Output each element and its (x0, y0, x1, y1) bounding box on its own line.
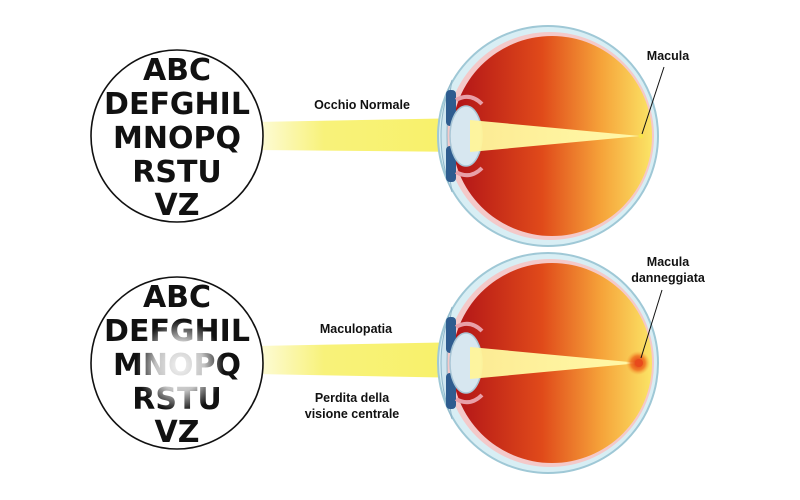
eye-damaged (437, 252, 659, 474)
focus-cone (470, 347, 640, 379)
extra-label-line-2: visione centrale (305, 407, 400, 421)
chart-line-1: ABC (143, 280, 211, 315)
letter-chart-damaged: ABC DEFGHIL MNOPQ RSTU VZ (90, 276, 264, 450)
eye-normal (437, 25, 659, 247)
letter-chart-normal: ABC DEFGHIL MNOPQ RSTU VZ (90, 49, 264, 223)
damaged-macula-label-line-2: danneggiata (631, 271, 706, 285)
chart-line-5: VZ (155, 415, 200, 450)
chart-line-3: MNOPQ (113, 121, 241, 156)
macula-point (638, 133, 644, 139)
beam-label-maculopathy: Maculopatia (320, 322, 393, 336)
damaged-macula-label-line-1: Macula (647, 255, 690, 269)
row-maculopathy: ABC DEFGHIL MNOPQ RSTU VZ Maculopatia (90, 252, 706, 474)
chart-line-4: RSTU (132, 155, 222, 190)
chart-line-2: DEFGHIL (104, 87, 250, 122)
damaged-macula-pointer (640, 289, 663, 359)
extra-label-line-1: Perdita della (315, 391, 390, 405)
focus-cone (470, 120, 640, 152)
macula-label: Macula (647, 49, 690, 63)
chart-line-1: ABC (143, 53, 211, 88)
chart-line-5: VZ (155, 188, 200, 223)
macula-pointer (641, 66, 665, 135)
row-normal: ABC DEFGHIL MNOPQ RSTU VZ Occhio Normale (90, 25, 690, 247)
central-vision-blur (136, 320, 224, 412)
beam-label-normal: Occhio Normale (314, 98, 410, 112)
